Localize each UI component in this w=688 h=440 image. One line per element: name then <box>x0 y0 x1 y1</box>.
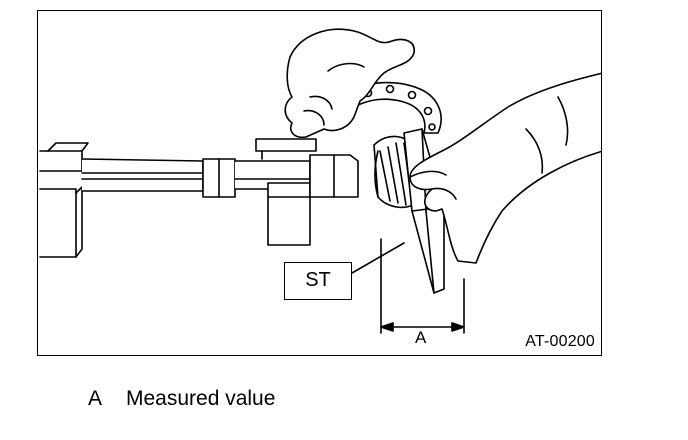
legend-item: A Measured value <box>88 386 275 412</box>
st-tool-label: ST <box>284 262 352 300</box>
micrometer-measurement-illustration-icon <box>39 28 601 334</box>
dimension-label-a: A <box>415 328 427 347</box>
illustration-frame: ST A AT-00200 <box>37 10 602 356</box>
legend: A Measured value <box>88 386 275 412</box>
legend-text: Measured value <box>126 387 276 410</box>
figure-code: AT-00200 <box>525 333 595 350</box>
legend-key: A <box>88 387 103 410</box>
